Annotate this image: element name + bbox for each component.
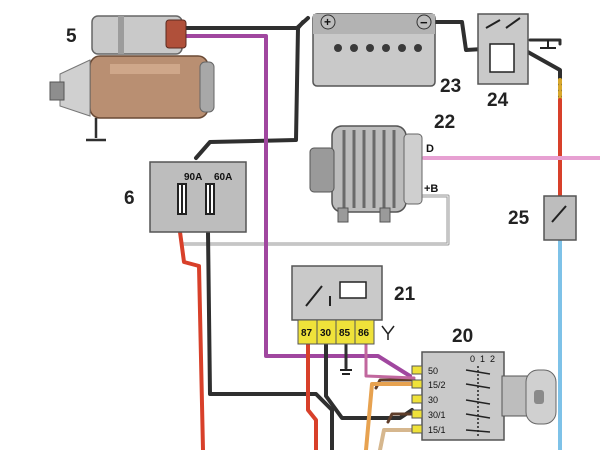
ignition-terminal-15-1: [411, 424, 423, 434]
ignition-switch: 0 1 2 50 15/2 30 30/1 15/1 20: [411, 326, 557, 441]
ground-switch-coil: [489, 43, 515, 73]
callout-alternator: 22: [434, 112, 455, 133]
alternator-mount-right: [379, 207, 391, 223]
battery-plus-label: +: [324, 15, 331, 29]
alternator-d-label: D: [426, 143, 434, 155]
wire-starter-battery: [181, 16, 310, 30]
ignition-label-30-1: 30/1: [428, 410, 446, 420]
relay-pin-87: 87: [301, 328, 313, 339]
relay-contact: [305, 285, 331, 307]
callout-battery: 23: [440, 76, 461, 97]
ground-switch: 24: [477, 13, 556, 111]
wire-magenta: [184, 34, 412, 378]
ignition-terminals: [411, 365, 423, 434]
alternator-fins: [342, 130, 396, 208]
ignition-pos-1: 1: [480, 354, 485, 364]
wires: [178, 16, 600, 452]
starter-solenoid-band: [118, 16, 124, 54]
relay: 87 30 85 86 21: [291, 265, 416, 375]
inline-switch-body: [543, 195, 577, 241]
ignition-terminal-50: [411, 365, 423, 375]
callout-fuse-block: 6: [124, 188, 135, 209]
fuse-90a-label: 90A: [184, 172, 202, 183]
ignition-terminal-30-1: [411, 409, 423, 419]
battery-cells: [334, 44, 422, 52]
callout-inline-switch: 25: [508, 208, 530, 229]
wire-red-left: [178, 230, 205, 452]
relay-pin-30: 30: [320, 328, 332, 339]
ground-symbol-24: [540, 40, 556, 49]
ignition-key-cylinder: [501, 375, 531, 417]
starter-end-cap: [199, 61, 215, 113]
ignition-label-30: 30: [428, 395, 438, 405]
fuse-block-body: [149, 161, 247, 233]
ignition-pos-2: 2: [490, 354, 495, 364]
ground-symbol-relay85: [340, 369, 352, 375]
wire-tan: [378, 428, 416, 452]
inline-switch: 25: [508, 195, 577, 241]
ignition-label-50: 50: [428, 366, 438, 376]
inline-switch-contact: [551, 205, 567, 223]
starter: 5: [49, 15, 215, 142]
ignition-terminal-30: [411, 394, 423, 404]
alternator-b-label: +B: [424, 183, 438, 195]
ignition-terminal-15-2: [411, 379, 423, 389]
callout-starter: 5: [66, 26, 77, 47]
relay-pin-85: 85: [339, 328, 351, 339]
ignition-label-15-1: 15/1: [428, 425, 446, 435]
relay-pin-86-box: [354, 319, 375, 345]
starter-nose: [59, 59, 91, 117]
starter-pinion: [49, 81, 65, 101]
alternator-rear: [403, 133, 423, 205]
wire-relay86: [364, 342, 416, 380]
wire-30-1: [386, 412, 416, 424]
ground-symbol-relay86: [381, 325, 395, 340]
relay-pins: 87 30 85 86: [297, 319, 375, 345]
fuse-60a-label: 60A: [214, 172, 232, 183]
starter-ground: [86, 118, 106, 142]
callout-relay: 21: [394, 284, 416, 305]
battery-terminal-minus: [416, 14, 432, 30]
relay-body: [291, 265, 383, 321]
ignition-label-15-2: 15/2: [428, 380, 446, 390]
wire-dark-down: [206, 230, 334, 452]
fuse-block: 90A 60A 6: [124, 161, 247, 233]
relay-coil: [339, 281, 367, 299]
callout-ignition-switch: 20: [452, 326, 473, 347]
wire-battery-fuse: [194, 20, 305, 160]
battery-minus-label: −: [420, 15, 428, 30]
alternator: D +B 22: [309, 112, 455, 223]
ignition-contacts: [465, 366, 491, 436]
ignition-pos-0: 0: [470, 354, 475, 364]
alternator-mount-left: [337, 207, 349, 223]
battery-terminal-plus: [320, 14, 336, 30]
ignition-key-hole: [534, 390, 544, 404]
relay-pin-86: 86: [358, 328, 370, 339]
callout-ground-switch: 24: [487, 90, 509, 111]
starter-solenoid-cap: [165, 19, 187, 49]
starter-body-highlight: [110, 64, 180, 74]
wire-relay87-down: [306, 342, 318, 452]
alternator-pulley: [309, 147, 335, 193]
ground-switch-contact: [485, 17, 521, 29]
wire-ground-switch-ground: [528, 38, 562, 46]
battery: + − 23: [312, 13, 461, 97]
wire-orange: [364, 382, 416, 452]
battery-top: [313, 14, 435, 34]
